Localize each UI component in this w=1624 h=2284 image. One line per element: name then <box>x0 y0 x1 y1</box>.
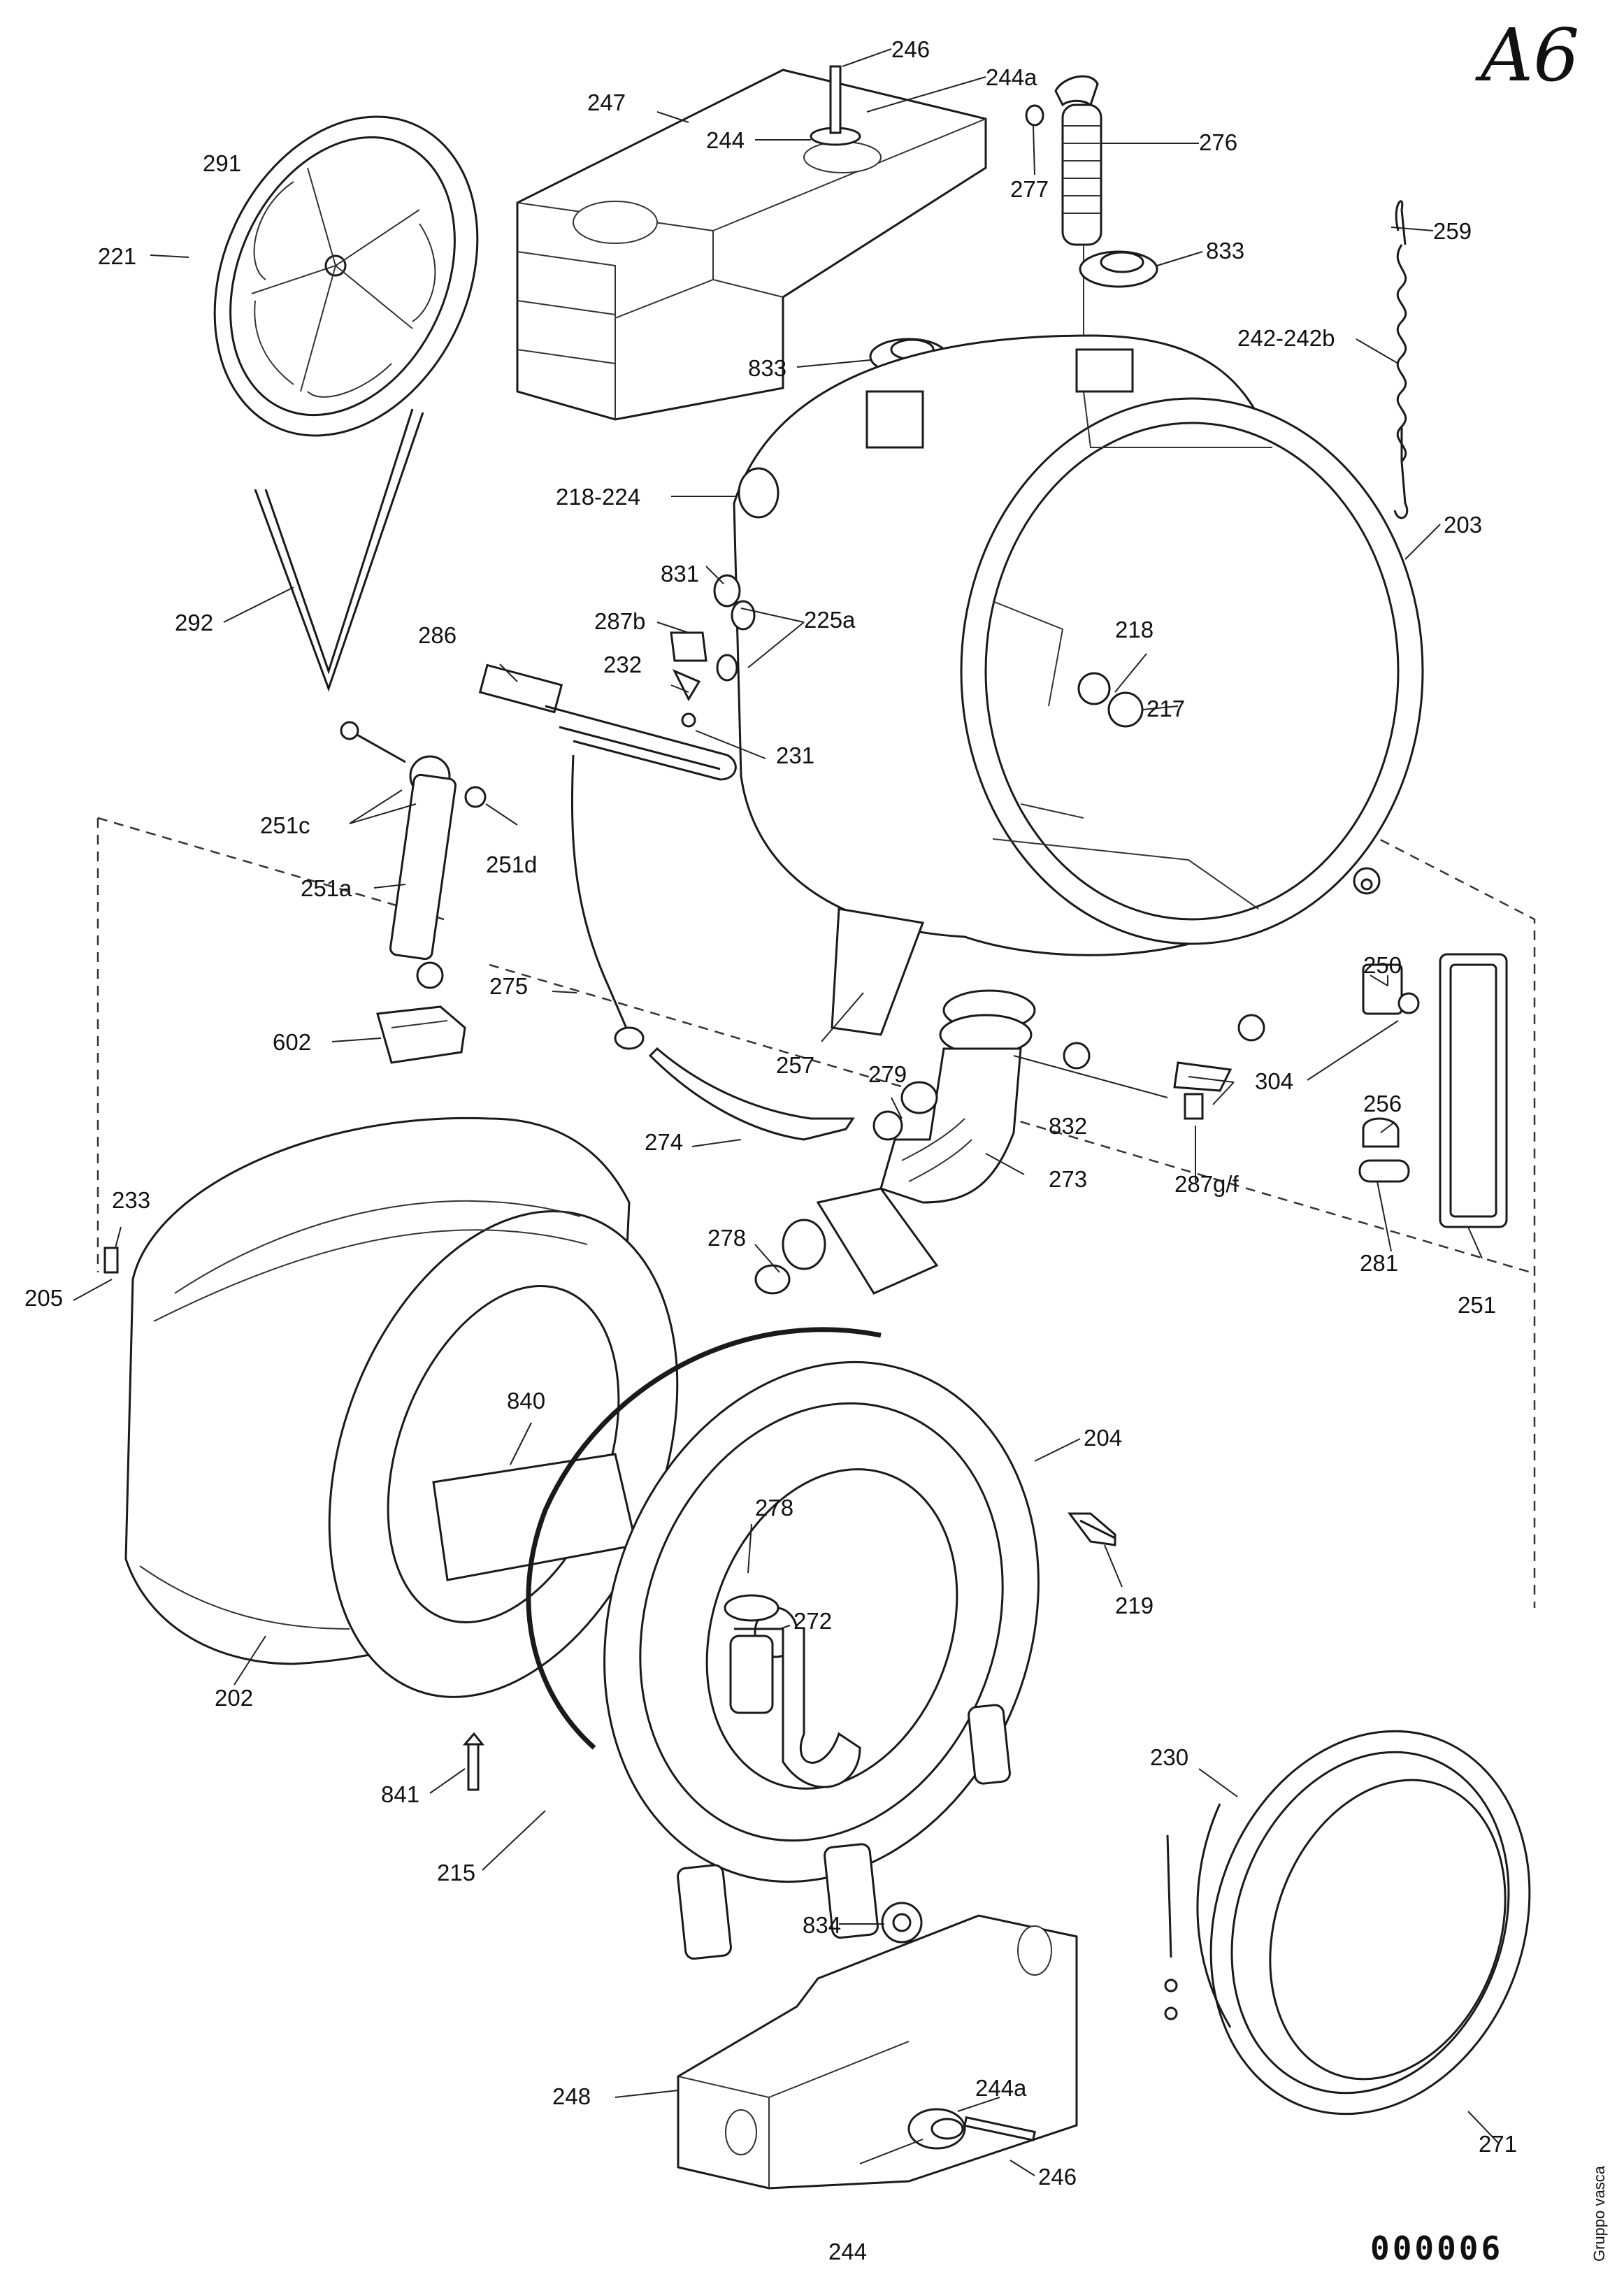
label-259: 259 <box>1433 218 1472 244</box>
label-218: 218 <box>1115 617 1154 642</box>
label-202: 202 <box>215 1685 253 1711</box>
label-833-left: 833 <box>748 355 786 381</box>
label-274: 274 <box>645 1129 683 1155</box>
label-205: 205 <box>24 1285 63 1311</box>
label-217: 217 <box>1147 696 1185 721</box>
label-219: 219 <box>1115 1593 1154 1618</box>
sheet-code: A6 <box>1475 13 1579 98</box>
label-276: 276 <box>1199 129 1237 155</box>
tub-rear-half <box>733 334 1424 1070</box>
label-840: 840 <box>507 1388 545 1414</box>
label-242-242b: 242-242b <box>1237 325 1335 351</box>
label-251a: 251a <box>301 875 352 901</box>
label-225a: 225a <box>804 607 856 633</box>
label-244a-top: 244a <box>986 64 1037 90</box>
label-218-224: 218-224 <box>556 484 640 510</box>
leader-lines <box>73 48 1499 2176</box>
label-304: 304 <box>1255 1068 1293 1094</box>
suspension-spring <box>1393 200 1409 519</box>
label-841: 841 <box>381 1781 419 1807</box>
washing-drum <box>124 1116 679 1698</box>
label-279: 279 <box>868 1061 907 1087</box>
drum-pulley <box>213 115 479 437</box>
label-251c: 251c <box>260 812 310 838</box>
pressure-hose <box>1025 75 1102 468</box>
label-251: 251 <box>1458 1292 1496 1318</box>
label-833-right: 833 <box>1206 238 1244 264</box>
label-272: 272 <box>793 1608 832 1634</box>
label-233: 233 <box>112 1187 150 1213</box>
label-203: 203 <box>1444 512 1482 538</box>
right-small-parts <box>1173 953 1508 1228</box>
label-256: 256 <box>1363 1091 1402 1116</box>
mounting-bracket <box>376 1005 466 1064</box>
seals-and-sensors <box>670 467 779 728</box>
drive-belt <box>254 408 424 692</box>
label-287gf: 287g/f <box>1174 1171 1239 1197</box>
label-278-top: 278 <box>707 1225 746 1251</box>
label-271: 271 <box>1479 2131 1517 2157</box>
top-counterweight <box>516 65 987 421</box>
label-221: 221 <box>98 243 136 269</box>
label-246-bottom: 246 <box>1038 2164 1077 2190</box>
label-244a-bottom: 244a <box>975 2075 1027 2101</box>
label-204: 204 <box>1084 1425 1122 1451</box>
loose-screws <box>103 1247 1116 1791</box>
drawing-number: 000006 <box>1370 2229 1503 2267</box>
label-257: 257 <box>776 1052 814 1078</box>
label-831: 831 <box>661 561 699 587</box>
label-292: 292 <box>175 610 213 635</box>
label-277: 277 <box>1010 176 1049 202</box>
label-281: 281 <box>1360 1250 1398 1276</box>
label-291: 291 <box>203 150 241 176</box>
label-834: 834 <box>803 1912 841 1938</box>
tub-front-half <box>603 1360 1040 1960</box>
callout-labels: 246 244a 247 244 276 277 291 221 259 833… <box>24 36 1517 2264</box>
label-231: 231 <box>776 742 814 768</box>
label-278-mid: 278 <box>755 1495 793 1521</box>
label-250: 250 <box>1363 952 1402 978</box>
bottom-counterweight <box>677 1914 1078 2190</box>
label-286: 286 <box>418 622 457 648</box>
label-247: 247 <box>587 89 626 115</box>
shock-absorber <box>340 721 487 989</box>
label-215: 215 <box>437 1860 475 1886</box>
drain-sump-hose <box>754 989 1036 1295</box>
sensor-wire-and-hose <box>570 754 855 1141</box>
tub-gasket-ring <box>526 1327 882 1750</box>
label-232: 232 <box>603 652 642 677</box>
heating-element <box>478 663 737 781</box>
assembly-outline <box>96 754 1536 1608</box>
door-seal-ring <box>1164 1730 1531 2116</box>
label-244-bottom: 244 <box>828 2239 867 2264</box>
label-246-top: 246 <box>891 36 930 62</box>
label-287b: 287b <box>594 608 645 634</box>
label-602: 602 <box>273 1029 311 1055</box>
label-244-top: 244 <box>706 127 745 153</box>
label-251d: 251d <box>486 852 537 877</box>
side-note: Gruppo vasca <box>1590 2165 1608 2262</box>
label-832: 832 <box>1049 1113 1087 1139</box>
label-275: 275 <box>489 973 528 999</box>
label-230: 230 <box>1150 1744 1188 1770</box>
label-248: 248 <box>552 2083 591 2109</box>
label-273: 273 <box>1049 1166 1087 1192</box>
